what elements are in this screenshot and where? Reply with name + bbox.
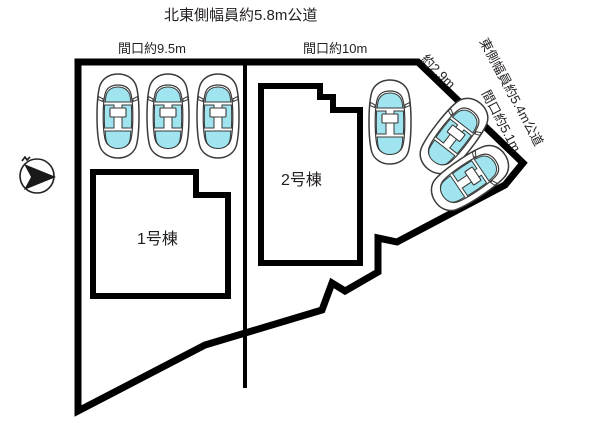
- building-1-label: 1号棟: [137, 231, 178, 248]
- compass-north-arrow: [19, 155, 56, 194]
- building-2-outline: [258, 83, 363, 266]
- dimension-frontage-left: 間口約9.5m: [118, 41, 186, 56]
- building-1-outline: [90, 169, 231, 299]
- car-left-3: [196, 73, 240, 159]
- car-right-1: [368, 79, 412, 165]
- road-title-north: 北東側幅員約5.8m公道: [164, 7, 318, 24]
- parking-left-lot: [96, 73, 240, 159]
- car-left-1: [96, 73, 140, 159]
- dimension-frontage-right: 間口約10m: [303, 41, 368, 56]
- site-boundary: [74, 58, 528, 417]
- building-2-label: 2号棟: [281, 172, 322, 189]
- car-left-2: [146, 73, 190, 159]
